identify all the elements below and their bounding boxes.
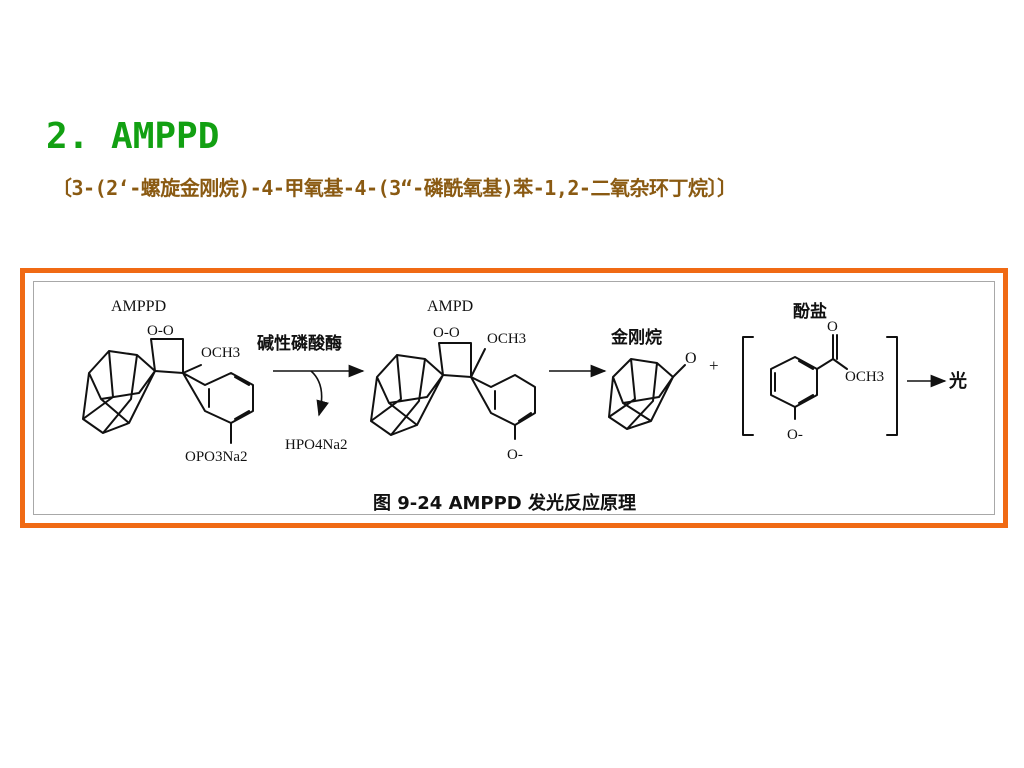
benzene-ring-3 — [770, 356, 818, 408]
left-bracket — [742, 336, 754, 436]
slide-title: 2. AMPPD — [46, 116, 220, 157]
reaction-scheme: AMPPD O-O OCH3 OPO3Na2 碱性磷酸酶 HPO4Na2 AMP… — [82, 298, 967, 514]
adamantanone: 金刚烷 O — [608, 327, 697, 430]
methoxy-bond-1 — [182, 364, 202, 374]
intermediate-name: AMPD — [427, 298, 473, 315]
light-label: 光 — [948, 370, 967, 392]
phenolate-label: 酚盐 — [793, 301, 827, 322]
intermediate-ampd: AMPD O-O OCH3 O- — [370, 298, 536, 463]
adamantane-cage-2 — [370, 354, 444, 436]
byproduct-arrow — [310, 370, 329, 417]
adamantanone-label: 金刚烷 — [610, 327, 662, 348]
right-bracket — [886, 336, 898, 436]
ester-oxygen: O — [827, 319, 838, 335]
reactant-amppd: AMPPD O-O OCH3 OPO3Na2 — [82, 298, 254, 465]
phenolate-oxyanion: O- — [787, 427, 803, 443]
reactant-dioxetane: O-O — [147, 323, 174, 339]
dioxetane-ring-2 — [438, 342, 472, 378]
benzene-ring-2 — [470, 374, 536, 426]
reactant-name: AMPPD — [111, 298, 166, 315]
slide-subtitle: 〔3-(2‘-螺旋金刚烷)-4-甲氧基-4-(3“-磷酰氧基)苯-1,2-二氧杂… — [52, 176, 737, 200]
intermediate-oxyanion: O- — [507, 447, 523, 463]
intermediate-methoxy: OCH3 — [487, 331, 526, 347]
adamantanone-oxygen: O — [685, 350, 697, 367]
reactant-phosphate: OPO3Na2 — [185, 449, 248, 465]
reactant-methoxy: OCH3 — [201, 345, 240, 361]
benzene-ring-1 — [182, 372, 254, 424]
intermediate-dioxetane: O-O — [433, 325, 460, 341]
figure-inner-border — [33, 281, 995, 515]
phenolate-ester: 酚盐 O OCH3 O- — [742, 301, 898, 443]
byproduct-label: HPO4Na2 — [285, 437, 348, 453]
ester-bonds — [816, 334, 848, 370]
methoxy-bond-2 — [470, 348, 486, 378]
figure-caption: 图 9-24 AMPPD 发光反应原理 — [373, 492, 636, 514]
enzyme-step: 碱性磷酸酶 HPO4Na2 — [257, 333, 365, 453]
enzyme-label: 碱性磷酸酶 — [257, 333, 342, 354]
ketone-bond — [672, 364, 686, 378]
adamantane-cage-3 — [608, 358, 674, 430]
adamantane-cage-1 — [82, 350, 156, 434]
dioxetane-ring-1 — [150, 338, 184, 374]
ester-methoxy: OCH3 — [845, 369, 884, 385]
figure-frame: AMPPD O-O OCH3 OPO3Na2 碱性磷酸酶 HPO4Na2 AMP… — [20, 268, 1008, 528]
plus-sign: + — [709, 356, 719, 375]
